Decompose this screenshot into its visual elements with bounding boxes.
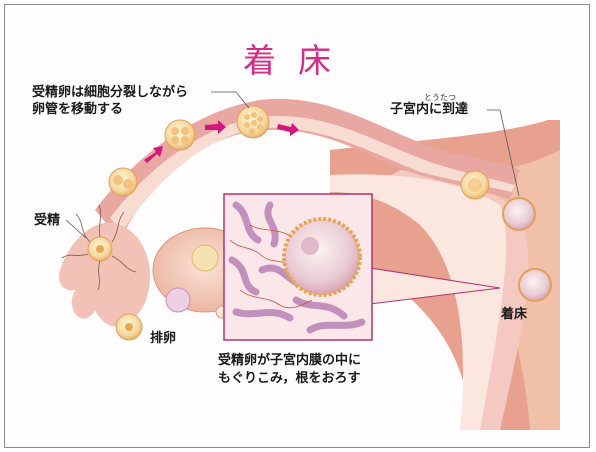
embryo-implanted: [519, 269, 551, 301]
caption-line2: もぐりこみ，根をおろす: [218, 370, 360, 387]
label-fertilization: 受精: [34, 212, 60, 229]
caption-line1: 受精卵が子宮内膜の中に: [218, 352, 361, 369]
label-reach-uterus: 子宮内に到達: [390, 101, 468, 118]
blastocyst-implanting: [284, 219, 360, 295]
label-implantation: 着床: [501, 306, 527, 323]
embryo-in-uterus-2: [503, 198, 535, 230]
label-ovulation: 排卵: [150, 330, 176, 347]
embryo-in-uterus-1: [461, 171, 489, 199]
label-division-line2: 卵管を移動する: [32, 101, 123, 118]
label-division-line1: 受精卵は細胞分裂しながら: [32, 84, 188, 101]
embryo-morula: [237, 106, 269, 138]
embryo-2cell: [109, 168, 137, 196]
page-title: 着床: [0, 34, 596, 82]
embryo-4cell: [165, 120, 195, 150]
